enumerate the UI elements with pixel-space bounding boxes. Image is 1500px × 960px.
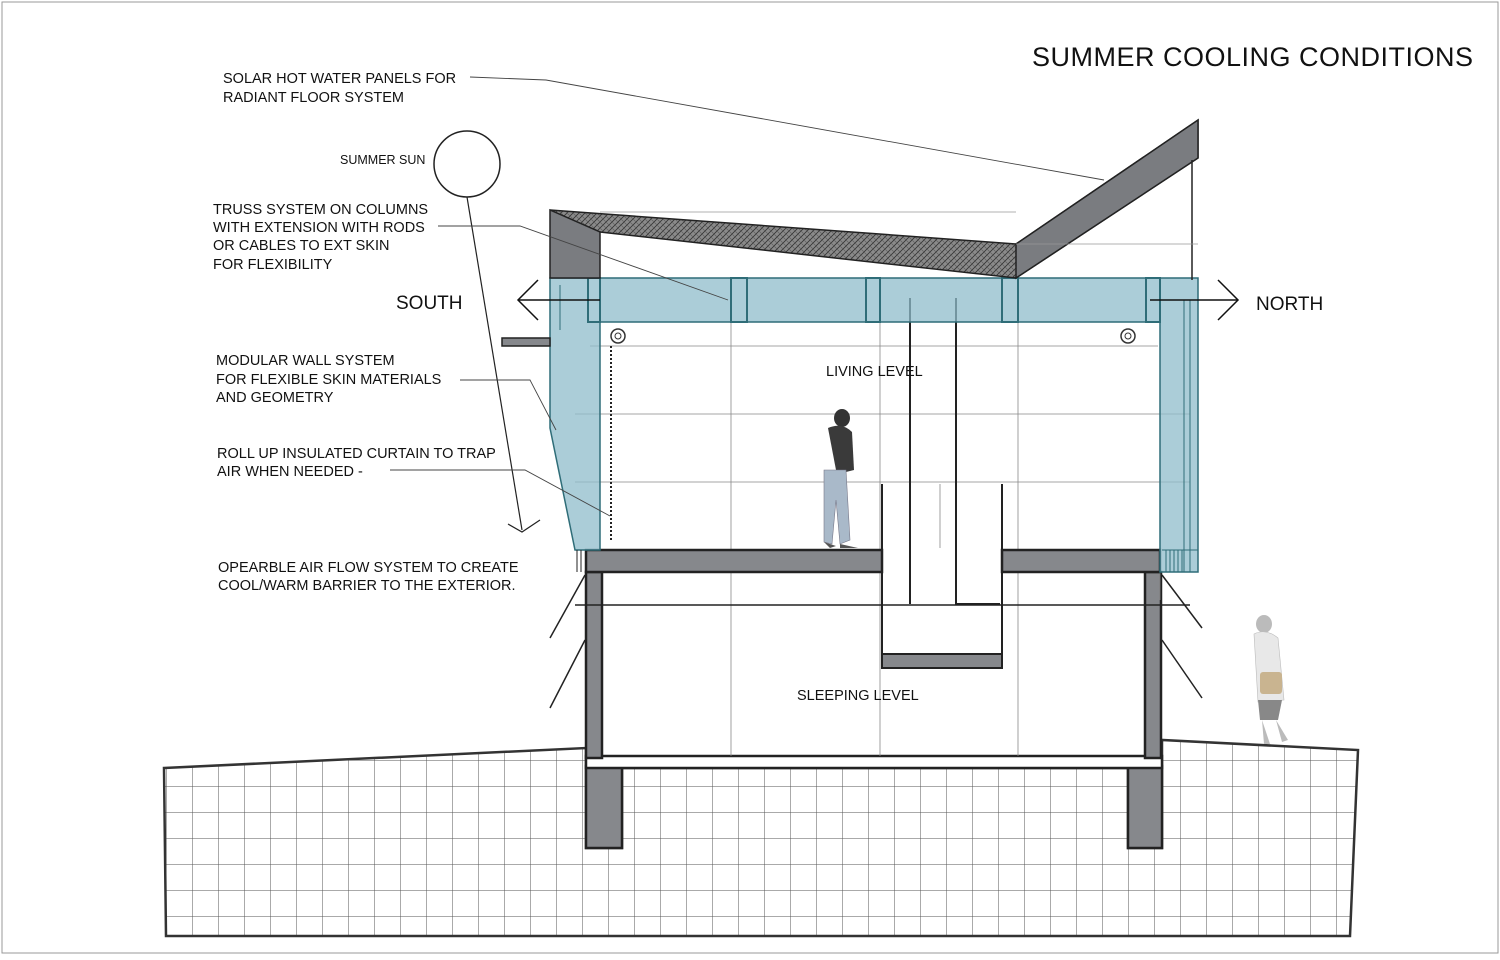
building-skin — [549, 277, 1199, 573]
curtain-label-1: ROLL UP INSULATED CURTAIN TO TRAP — [217, 446, 496, 462]
air-shaft — [881, 298, 1003, 669]
person-figure-man — [823, 409, 858, 548]
roof — [549, 118, 1199, 280]
curtain-rolls — [610, 328, 1136, 540]
truss-label-1: TRUSS SYSTEM ON COLUMNS — [213, 202, 428, 218]
annotation-labels: SOLAR HOT WATER PANELS FOR RADIANT FLOOR… — [213, 71, 1323, 704]
wall-system-label-3: AND GEOMETRY — [216, 390, 334, 406]
solar-panels-label-2: RADIANT FLOOR SYSTEM — [223, 90, 404, 106]
north-label: NORTH — [1256, 294, 1323, 315]
curtain-label-2: AIR WHEN NEEDED - — [217, 464, 363, 480]
lower-columns — [584, 570, 1163, 760]
north-arrow — [1150, 279, 1240, 321]
summer-sun — [433, 130, 541, 533]
wall-system-label-2: FOR FLEXIBLE SKIN MATERIALS — [216, 372, 441, 388]
foundation — [584, 754, 1164, 850]
south-label: SOUTH — [396, 293, 463, 314]
canopy-ledge — [501, 337, 551, 347]
truss-label-3: OR CABLES TO EXT SKIN — [213, 238, 389, 254]
summer-sun-label: SUMMER SUN — [340, 153, 425, 167]
truss-label-4: FOR FLEXIBILITY — [213, 257, 333, 273]
truss-label-2: WITH EXTENSION WITH RODS — [213, 220, 425, 236]
solar-panels-label-1: SOLAR HOT WATER PANELS FOR — [223, 71, 456, 87]
south-arrow — [516, 279, 600, 321]
person-figure-woman — [1253, 615, 1288, 744]
living-level-label: LIVING LEVEL — [826, 364, 923, 380]
wall-system-label-1: MODULAR WALL SYSTEM — [216, 353, 395, 369]
airflow-label-2: COOL/WARM BARRIER TO THE EXTERIOR. — [218, 578, 516, 594]
airflow-label-1: OPEARBLE AIR FLOW SYSTEM TO CREATE — [218, 560, 519, 576]
sleeping-level-label: SLEEPING LEVEL — [797, 688, 919, 704]
airflow-vents — [549, 574, 1203, 709]
leader-lines — [390, 76, 1105, 517]
ground-section — [162, 738, 1360, 938]
drawing-title: SUMMER COOLING CONDITIONS — [1032, 42, 1474, 72]
